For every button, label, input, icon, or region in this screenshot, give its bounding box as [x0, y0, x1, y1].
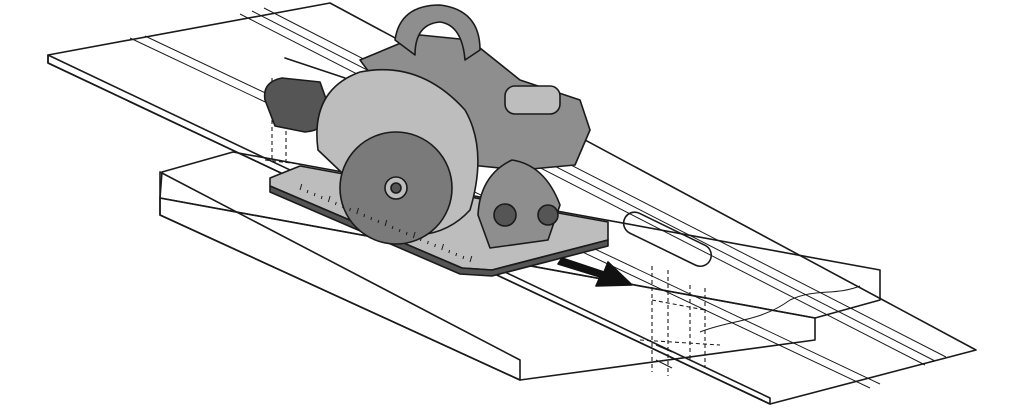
- board-side-face: [159, 171, 521, 381]
- saw-scale-marks: [299, 183, 473, 263]
- saw-switch-block: [504, 85, 561, 115]
- clamp-icon: [264, 78, 721, 376]
- saw-front-guard: [477, 159, 561, 249]
- direction-arrow-icon: [557, 257, 633, 287]
- clamp-front: [639, 266, 721, 376]
- saw-baseplate-edge: [269, 185, 609, 277]
- rail-rib-1: [239, 13, 926, 366]
- depth-knob: [493, 203, 517, 227]
- saw-aux-handle: [284, 57, 346, 79]
- bevel-knob: [537, 204, 559, 226]
- saw-arbor-nut: [390, 182, 402, 194]
- rail-slot: [622, 211, 713, 268]
- circular-saw-icon: [263, 4, 609, 277]
- workpiece-board-icon: [159, 151, 881, 381]
- rail-rib-2: [251, 10, 936, 362]
- clamp-front-handle: [655, 344, 673, 369]
- rail-break-line: [699, 285, 861, 333]
- rail-front-edge: [47, 54, 771, 405]
- direction-arrow: [557, 257, 633, 287]
- saw-handle: [394, 4, 481, 61]
